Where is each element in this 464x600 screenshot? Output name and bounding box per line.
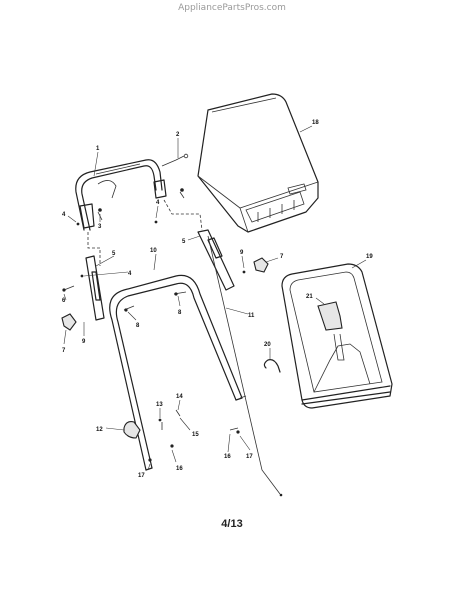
callout-3: 3 <box>98 224 102 230</box>
callout-8b: 8 <box>178 310 182 316</box>
callout-4c: 4 <box>128 271 132 277</box>
callout-2: 2 <box>176 132 180 138</box>
callout-17b: 17 <box>246 454 253 460</box>
callout-16b: 16 <box>176 466 183 472</box>
callout-4a: 4 <box>62 212 66 218</box>
part-1-upper-handle <box>75 159 167 231</box>
part-10-lower-handle <box>109 274 243 471</box>
part-5-right-handle-section <box>197 229 235 291</box>
part-19-catcher-frame <box>281 263 393 409</box>
callout-5a: 5 <box>112 251 116 257</box>
callout-7a: 7 <box>62 348 66 354</box>
part-7-knob-right <box>253 257 269 273</box>
part-11-cable <box>207 235 283 497</box>
callout-10: 10 <box>150 248 157 254</box>
page-number: 4/13 <box>221 518 243 530</box>
callout-11: 11 <box>248 313 255 319</box>
part-12-knob <box>123 421 141 439</box>
callout-17a: 17 <box>138 473 145 479</box>
callouts: 1 2 3 4 4 4 5 5 6 7 7 8 8 9 9 10 11 12 1… <box>62 120 373 479</box>
part-5-left-handle-section <box>85 255 105 321</box>
part-18-catcher-cover <box>197 93 319 233</box>
callout-13: 13 <box>156 402 163 408</box>
callout-1: 1 <box>96 146 100 152</box>
callout-15: 15 <box>192 432 199 438</box>
callout-19: 19 <box>366 254 373 260</box>
callout-18: 18 <box>312 120 319 126</box>
part-7-knob-left <box>61 313 77 331</box>
callout-4b: 4 <box>156 200 160 206</box>
callout-9b: 9 <box>240 250 244 256</box>
watermark: AppliancePartsPros.com <box>178 3 286 13</box>
part-20-spring <box>263 359 281 373</box>
callout-16a: 16 <box>224 454 231 460</box>
callout-12: 12 <box>96 427 103 433</box>
callout-20: 20 <box>264 342 271 348</box>
callout-21: 21 <box>306 294 313 300</box>
assembly-lines <box>87 199 203 266</box>
callout-8a: 8 <box>136 323 140 329</box>
callout-14: 14 <box>176 394 183 400</box>
part-2-cable <box>161 153 189 167</box>
callout-9a: 9 <box>82 339 86 345</box>
callout-5b: 5 <box>182 239 186 245</box>
callout-7b: 7 <box>280 254 284 260</box>
callout-6: 6 <box>62 298 66 304</box>
leader-lines <box>63 125 367 471</box>
